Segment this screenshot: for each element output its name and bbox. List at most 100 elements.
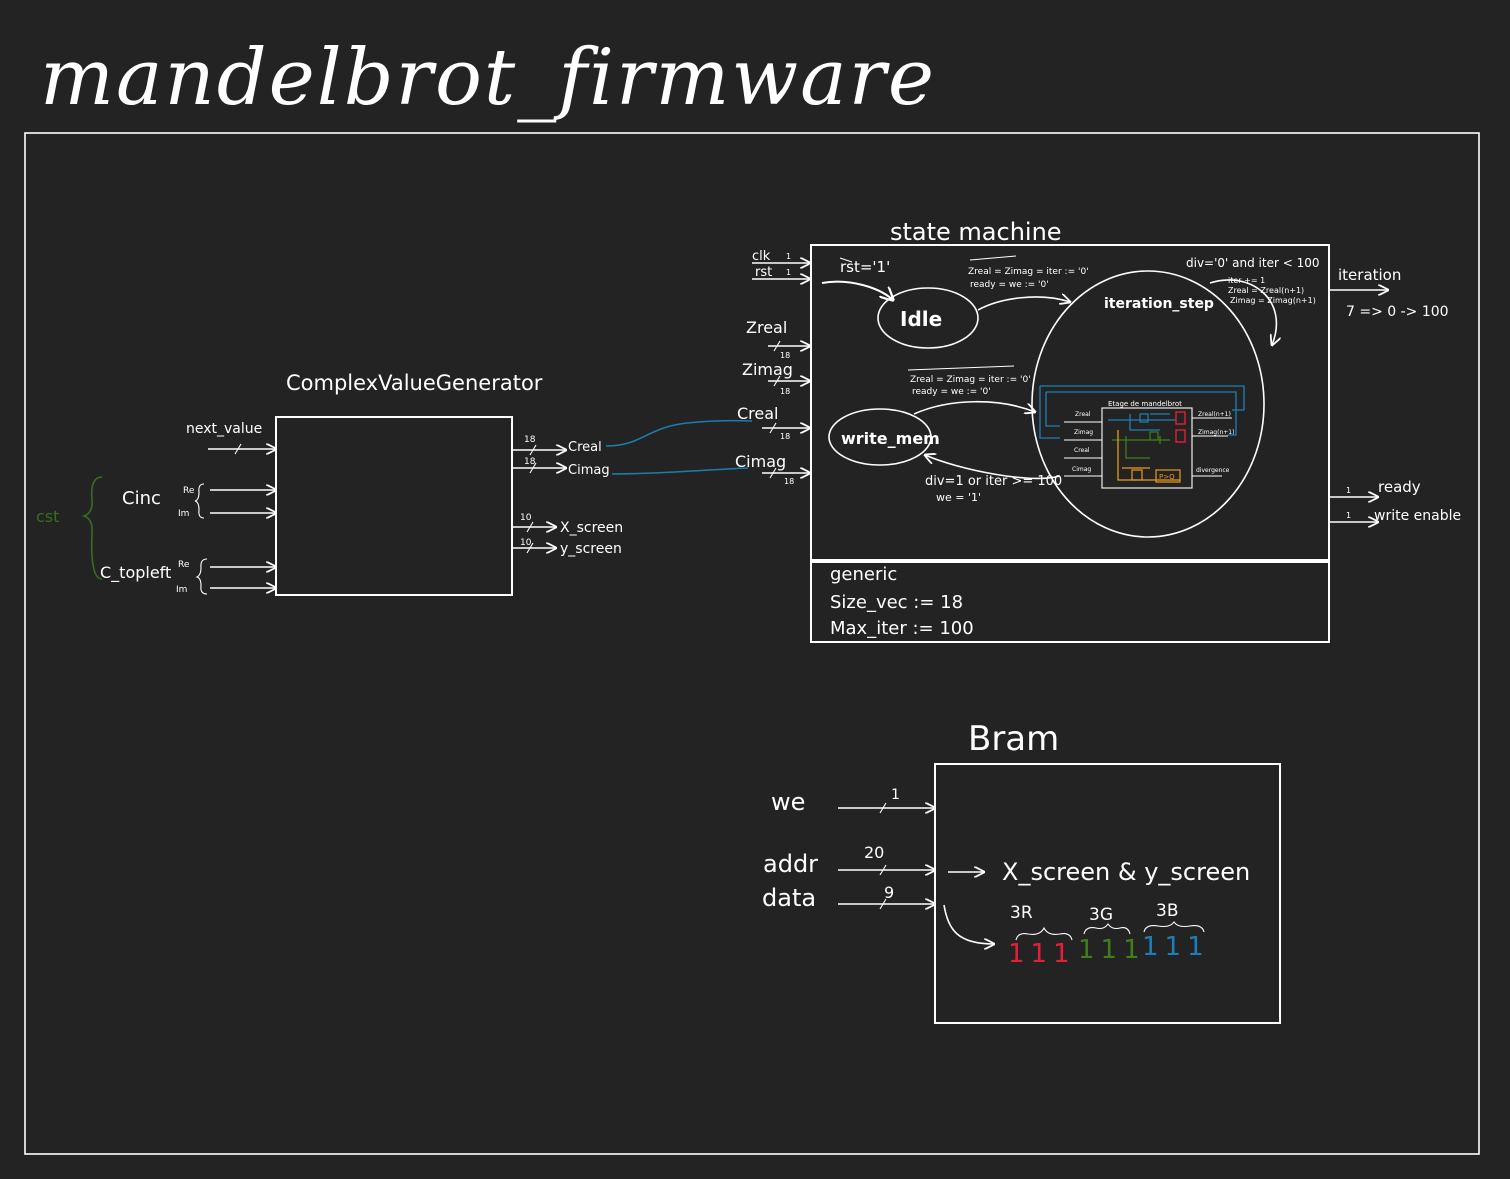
t-wm-iter-line2: ready = we := '0' <box>912 387 991 397</box>
stage-path-orange <box>1117 430 1180 481</box>
ready-out-label: ready <box>1378 478 1421 496</box>
reset-arrow <box>821 280 893 300</box>
stage-add-orange <box>1131 469 1143 481</box>
creal-in-label: Creal <box>737 404 779 423</box>
bram-b-bits: 111 <box>1142 932 1210 962</box>
t-self-loop <box>1209 279 1276 345</box>
state-machine-box <box>810 244 1330 561</box>
t-iter-wm-line1: div=1 or iter >= 100 <box>925 474 1062 489</box>
state-idle <box>877 287 979 349</box>
cst-brace <box>81 476 103 580</box>
stage-cmp-label: P>Q <box>1159 473 1175 481</box>
stage-box <box>1101 407 1193 489</box>
reset-overbar <box>839 257 853 263</box>
cst-label: cst <box>36 507 59 526</box>
cimag-wire <box>611 467 749 475</box>
zreal-in-label: Zreal <box>746 318 787 337</box>
yscreen-out-width: 10 <box>520 538 532 548</box>
generator-box <box>275 416 513 596</box>
generic-title: generic <box>830 564 897 585</box>
bram-r-bits: 111 <box>1008 939 1076 969</box>
zimag-in-label: Zimag <box>742 360 793 379</box>
creal-in-width: 18 <box>780 432 790 441</box>
creal-out-width: 18 <box>524 435 536 445</box>
we-out-label: write enable <box>1374 508 1461 524</box>
creal-in-tick <box>769 422 777 434</box>
t-iter-wm-arrow <box>925 455 1061 480</box>
bram-b-label: 3B <box>1156 901 1178 921</box>
cimag-out-label: Cimag <box>568 463 610 478</box>
t-self-line1: iter += 1 <box>1228 276 1265 285</box>
bram: Bram we 1 addr 20 X_screen & y_screen da… <box>762 719 1281 1024</box>
creal-wire <box>605 419 753 447</box>
diagram-title: mandelbrot_firmware <box>40 33 936 123</box>
state-write-mem <box>828 408 932 466</box>
rst-width: 1 <box>786 268 791 277</box>
ctopleft-re-label: Re <box>178 560 190 570</box>
reset-condition: rst='1' <box>840 258 890 276</box>
zreal-in-tick <box>773 340 781 352</box>
cimag-in-label: Cimag <box>735 452 786 471</box>
stage-path-green <box>1112 436 1170 459</box>
stage-cmp-box <box>1155 469 1181 483</box>
t-wm-iter-line1: Zreal = Zimag = iter := '0' <box>910 375 1031 385</box>
xscreen-out-tick <box>526 521 534 533</box>
yscreen-out-tick <box>526 542 534 554</box>
bram-g-brace <box>1083 923 1131 935</box>
clk-label: clk <box>752 249 771 264</box>
xscreen-out-label: X_screen <box>560 520 623 536</box>
stage-zimag: Zimag <box>1074 429 1093 436</box>
next-value-tick <box>234 443 242 455</box>
bram-addr-desc: X_screen & y_screen <box>1002 858 1250 886</box>
complex-value-generator: ComplexValueGenerator next_value cst Cin… <box>36 371 623 596</box>
t-idle-iter-line1: Zreal = Zimag = iter := '0' <box>968 267 1089 277</box>
generator-title: ComplexValueGenerator <box>286 371 543 395</box>
bram-we-tick <box>879 802 887 814</box>
iteration-out-label: iteration <box>1338 266 1401 284</box>
stage-feedback-blue <box>1039 385 1245 439</box>
cinc-label: Cinc <box>122 488 161 509</box>
bram-b-brace <box>1143 921 1205 933</box>
iteration-range: 7 => 0 -> 100 <box>1346 304 1449 320</box>
bram-r-label: 3R <box>1010 903 1033 923</box>
generic-max-iter: Max_iter := 100 <box>830 618 974 639</box>
stage-zreal: Zreal <box>1075 411 1091 418</box>
t-self-cond: div='0' and iter < 100 <box>1186 256 1320 270</box>
stage-reg-red-2 <box>1175 429 1186 443</box>
rst-label: rst <box>755 265 772 280</box>
state-write-mem-label: write_mem <box>841 429 940 448</box>
cinc-re-label: Re <box>183 486 195 496</box>
bram-data-inner-arrow <box>943 904 994 944</box>
stage-out-zreal-label: Zreal(n+1) <box>1198 411 1231 418</box>
bram-box <box>934 763 1281 1024</box>
bram-we-label: we <box>771 788 805 816</box>
ctopleft-im-label: Im <box>176 585 187 595</box>
stage-out-zimag-label: Zimag(n+1) <box>1198 429 1234 436</box>
t-iter-wm-line2: we = '1' <box>936 491 981 504</box>
next-value-label: next_value <box>186 421 262 437</box>
bram-title: Bram <box>968 719 1059 759</box>
we-out-width: 1 <box>1346 511 1351 520</box>
yscreen-out-label: y_screen <box>560 541 622 557</box>
clk-width: 1 <box>786 252 791 261</box>
bram-addr-label: addr <box>763 850 818 878</box>
generic-size-vec: Size_vec := 18 <box>830 592 963 613</box>
cimag-in-width: 18 <box>784 477 794 486</box>
t-idle-iter-line2: ready = we := '0' <box>970 280 1049 290</box>
ctopleft-brace <box>195 558 208 595</box>
bram-we-width: 1 <box>891 787 900 803</box>
t-idle-overbar <box>969 255 1017 261</box>
stage-mult-green <box>1149 431 1159 441</box>
bram-g-bits: 111 <box>1078 935 1146 965</box>
state-machine-title: state machine <box>890 218 1062 246</box>
bram-g-label: 3G <box>1089 905 1113 925</box>
stage-out-div-label: divergence <box>1196 467 1230 474</box>
zimag-in-tick <box>773 375 781 387</box>
cimag-out-tick <box>529 462 537 474</box>
state-idle-label: Idle <box>900 307 942 331</box>
zreal-in-width: 18 <box>780 351 790 360</box>
t-wm-iter-arrow <box>913 400 1035 415</box>
t-wm-overbar <box>907 365 1015 371</box>
cimag-in-tick <box>769 467 777 479</box>
